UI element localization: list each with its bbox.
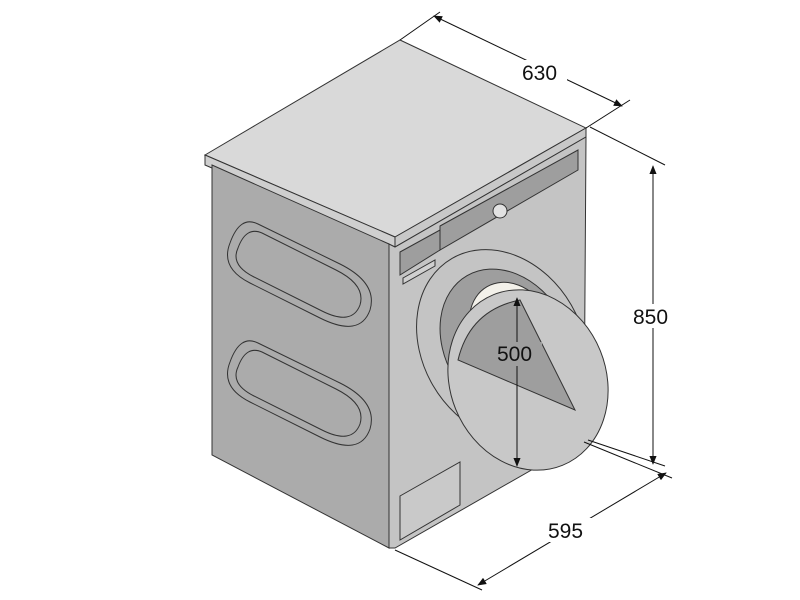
height-label: 850 [633, 306, 668, 329]
width-label: 595 [548, 520, 583, 543]
depth-label: 630 [522, 62, 557, 85]
machine-side [211, 164, 390, 549]
side-vent-upper [227, 221, 372, 327]
detergent-drawer [399, 229, 441, 276]
program-knob [492, 203, 508, 219]
door-opening-label: 500 [497, 343, 532, 366]
drawer-handle [402, 259, 436, 285]
side-vent-lower [227, 340, 372, 446]
service-hatch [399, 461, 461, 541]
